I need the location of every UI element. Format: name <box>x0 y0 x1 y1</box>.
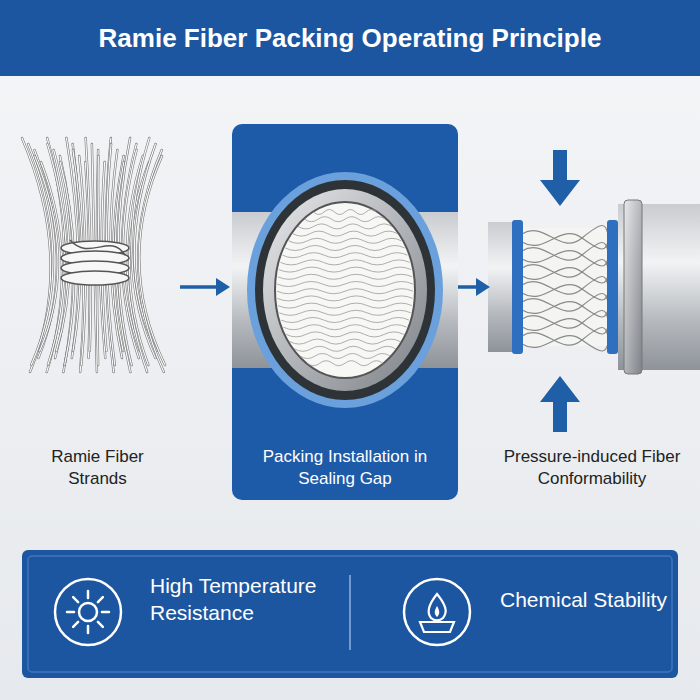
graphic <box>28 144 53 365</box>
braid <box>520 228 610 346</box>
node-text: Pressure-induced Fiber Conformability <box>492 446 692 490</box>
graphic <box>522 251 608 266</box>
graphic <box>298 224 392 229</box>
pressure-arrow <box>540 180 580 206</box>
housing-ring <box>624 200 642 374</box>
graphic <box>314 210 377 215</box>
graphic <box>285 246 405 251</box>
graphic <box>79 603 97 621</box>
stage-box: Ramie Fiber Strands <box>15 124 180 500</box>
graphic <box>28 144 53 365</box>
graphic <box>290 339 400 344</box>
graphic <box>300 354 390 359</box>
graphic <box>73 622 78 627</box>
graphic <box>278 274 412 279</box>
graphic <box>35 156 58 351</box>
arrow-head <box>216 278 230 296</box>
dish-icon <box>420 622 454 632</box>
graphic <box>281 318 409 323</box>
panel-fill <box>232 124 458 500</box>
graphic <box>34 150 56 358</box>
divider <box>349 575 351 650</box>
packing-fibers <box>277 210 413 366</box>
graphic <box>289 238 402 243</box>
graphic <box>277 296 412 301</box>
graphic <box>305 217 386 222</box>
graphic <box>522 302 608 317</box>
braid-lines <box>522 226 608 352</box>
graphic <box>286 332 403 337</box>
graphic <box>102 611 109 614</box>
seal-arc <box>247 172 443 408</box>
packing <box>275 202 415 378</box>
icon-circle <box>55 579 121 645</box>
graphic <box>277 289 413 294</box>
feature-band-border <box>28 556 672 672</box>
graphic <box>73 597 78 602</box>
graphic <box>87 626 90 633</box>
graphic <box>522 234 608 249</box>
graphic <box>280 260 409 265</box>
band <box>607 220 618 354</box>
flame-icon <box>435 606 440 617</box>
title: Ramie Fiber Packing Operating Principle <box>0 0 700 76</box>
graphic <box>522 285 608 300</box>
graphic <box>98 622 103 627</box>
flow-arrow <box>458 278 490 296</box>
graphic <box>283 253 408 258</box>
graphic <box>279 310 410 315</box>
node-text: Packing Installation in Sealing Gap <box>232 446 458 490</box>
graphic <box>293 231 397 236</box>
icon-circle <box>404 579 470 645</box>
graphic <box>283 325 406 330</box>
graphic <box>67 611 74 614</box>
graphic <box>139 156 165 365</box>
graphic <box>522 336 608 351</box>
pressure-arrow <box>553 150 567 182</box>
graphic <box>139 156 165 365</box>
graphic <box>307 361 382 366</box>
arrow-shaft <box>180 285 218 289</box>
graphic <box>522 268 608 283</box>
band <box>512 220 523 354</box>
graphic <box>279 267 411 272</box>
pressure-arrow <box>540 376 580 402</box>
graphic <box>35 156 58 351</box>
graphic <box>522 319 608 334</box>
flame-icon <box>429 594 446 620</box>
panel-box: Packing Installation in Sealing Gap <box>232 124 458 500</box>
title-band <box>0 0 700 76</box>
graphic <box>277 282 413 287</box>
graphic <box>70 240 125 255</box>
pressure-arrow <box>553 400 567 432</box>
feature-label: Chemical Stability <box>500 586 670 613</box>
graphic <box>98 597 103 602</box>
graphic <box>34 150 56 358</box>
flow-arrow <box>180 278 230 296</box>
graphic <box>61 271 129 285</box>
node-text: Ramie Fiber Strands <box>15 446 180 490</box>
fiber-bundle <box>22 138 165 372</box>
arrow-head <box>476 278 490 296</box>
feature-label: High Temperature Resistance <box>150 572 340 626</box>
feature-band <box>22 550 678 678</box>
flange-ring <box>263 189 427 391</box>
graphic <box>278 303 412 308</box>
graphic <box>294 346 395 351</box>
stage-box: Pressure-induced Fiber Conformability <box>492 124 692 500</box>
flange <box>255 180 435 400</box>
sun-icon <box>67 591 109 633</box>
arrow-shaft <box>458 285 478 289</box>
graphic <box>87 591 90 598</box>
